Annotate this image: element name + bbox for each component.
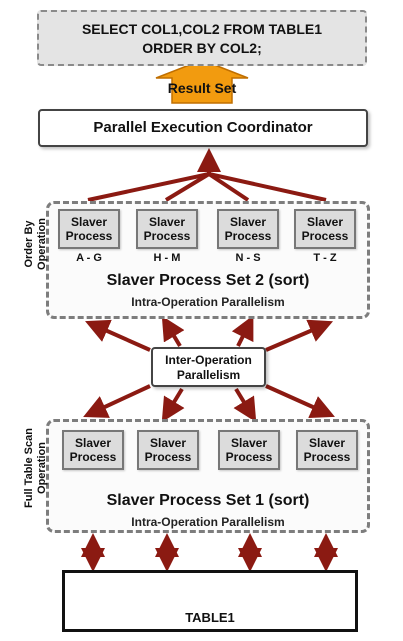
process-label: Slaver	[229, 215, 267, 229]
set2-subtitle: Intra-Operation Parallelism	[131, 295, 285, 309]
coordinator-box: Parallel Execution Coordinator	[38, 109, 368, 147]
full-table-scan-label: Full Table Scan Operation	[23, 410, 49, 526]
process-label: Process	[303, 450, 351, 464]
process-label: Process	[144, 450, 192, 464]
set1-process-1: Slaver Process	[62, 430, 124, 470]
set2-process-1: Slaver Process	[58, 209, 120, 249]
set2-process-3: Slaver Process	[217, 209, 279, 249]
full-table-scan-line-1: Full Table Scan	[23, 428, 35, 508]
process-label: Process	[143, 229, 191, 243]
set1-subtitle: Intra-Operation Parallelism	[131, 515, 285, 529]
process-label: Process	[301, 229, 349, 243]
set1-process-2: Slaver Process	[137, 430, 199, 470]
range-label: N - S	[235, 252, 261, 264]
order-by-label-line-1: Order By	[23, 220, 35, 268]
sql-line-1: SELECT COL1,COL2 FROM TABLE1	[81, 21, 323, 37]
result-set-label: Result Set	[167, 80, 237, 96]
process-label: Slaver	[308, 436, 346, 450]
process-label: Slaver	[230, 436, 268, 450]
range-label: T - Z	[313, 252, 337, 264]
set2-process-4: Slaver Process	[294, 209, 356, 249]
table1-label: TABLE1	[185, 610, 235, 625]
set1-table-arrows	[81, 533, 338, 572]
result-set-arrow	[155, 59, 249, 104]
set2-title: Slaver Process Set 2 (sort)	[106, 272, 310, 289]
range-label: A - G	[76, 252, 102, 264]
sql-line-2: ORDER BY COL2;	[142, 40, 262, 56]
inter-to-set2-arrows	[85, 315, 334, 352]
process-label: Slaver	[74, 436, 112, 450]
table1-box	[62, 570, 358, 632]
process-label: Process	[224, 229, 272, 243]
process-label: Process	[65, 229, 113, 243]
range-label: H - M	[153, 252, 181, 264]
process-label: Slaver	[149, 436, 187, 450]
inter-operation-box: Inter-Operation Parallelism	[151, 347, 266, 387]
process-label: Slaver	[148, 215, 186, 229]
set1-process-3: Slaver Process	[218, 430, 280, 470]
set1-title: Slaver Process Set 1 (sort)	[106, 492, 310, 509]
process-label: Process	[69, 450, 117, 464]
sql-query-box: SELECT COL1,COL2 FROM TABLE1 ORDER BY CO…	[37, 10, 367, 66]
set1-process-4: Slaver Process	[296, 430, 358, 470]
inter-line-2: Parallelism	[176, 368, 241, 382]
process-label: Process	[225, 450, 273, 464]
order-by-operation-label: Order By Operation	[23, 194, 49, 294]
process-label: Slaver	[306, 215, 344, 229]
process-label: Slaver	[70, 215, 108, 229]
set2-process-2: Slaver Process	[136, 209, 198, 249]
inter-to-set1-arrows	[83, 384, 335, 423]
set2-to-coordinator-arrows	[87, 148, 327, 202]
inter-line-1: Inter-Operation	[165, 353, 252, 367]
